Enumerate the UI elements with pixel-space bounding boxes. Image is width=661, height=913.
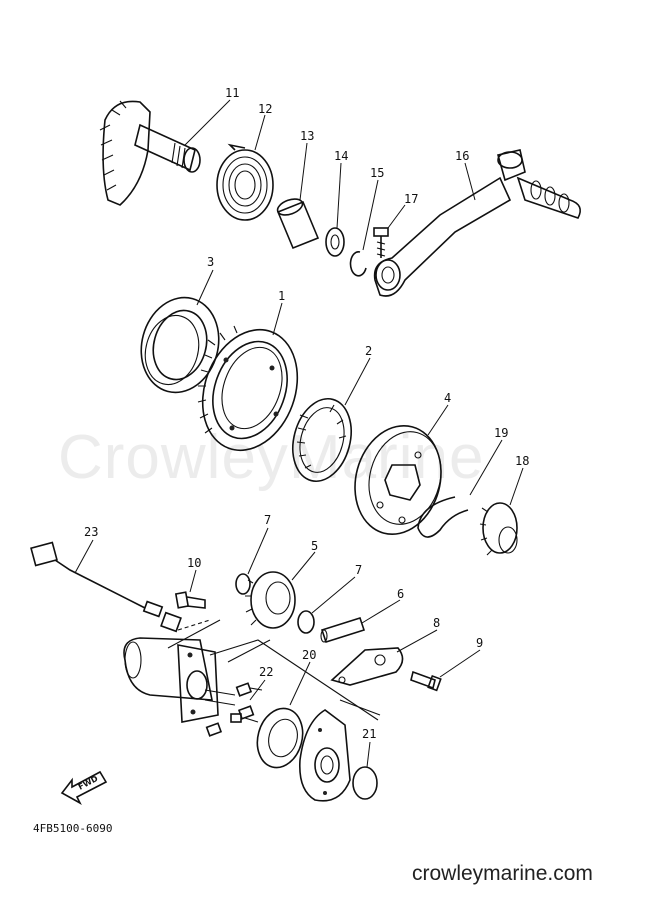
callout-22: 22 [259,665,273,679]
part-clutch-hub [354,424,442,536]
callout-5: 5 [311,539,318,553]
part-end-cover [256,707,304,769]
callout-21: 21 [362,727,376,741]
part-clutch-bearing [292,397,352,483]
part-housing-cover [298,709,351,802]
diagram-code: 4FB5100-6090 [33,822,112,835]
callout-11: 11 [225,86,239,100]
callout-12: 12 [258,102,272,116]
part-circlip [349,251,367,277]
part-kick-axle [99,100,201,206]
watermark: CrowleyMarine [58,423,484,492]
part-kick-crank [373,149,581,297]
fwd-arrow-icon: FWD [60,770,108,805]
callout-10: 10 [187,556,201,570]
callout-6: 6 [397,587,404,601]
part-brush-set [205,682,263,737]
part-idler-gear [245,571,296,629]
part-spacer [276,198,320,250]
callout-2: 2 [365,344,372,358]
part-wire-lead [30,541,211,633]
part-starter-motor [123,637,236,723]
callout-16: 16 [455,149,469,163]
part-bolt-10 [174,591,206,609]
callout-1: 1 [278,289,285,303]
callout-20: 20 [302,648,316,662]
fwd-label: FWD [77,774,100,792]
callout-23: 23 [84,525,98,539]
part-washer-14 [325,227,345,257]
part-bolt-17 [373,227,389,258]
callout-4: 4 [444,391,451,405]
part-oil-seal [140,296,220,394]
part-bracket [330,647,404,686]
part-shaft-pin [320,617,366,643]
callout-13: 13 [300,129,314,143]
callout-9: 9 [476,636,483,650]
callout-3: 3 [207,255,214,269]
footer-url: crowleymarine.com [412,862,593,885]
callout-19: 19 [494,426,508,440]
callout-14: 14 [334,149,348,163]
callout-7-upper: 7 [264,513,271,527]
part-o-ring [352,766,378,800]
part-bolt-9 [410,670,442,692]
part-washer-7b [297,610,315,634]
part-drive-gear [479,502,518,556]
part-washer-7a [235,573,251,595]
callout-8: 8 [433,616,440,630]
callout-18: 18 [515,454,529,468]
part-snap-ring [417,496,469,538]
callout-17: 17 [404,192,418,206]
part-ring-gear [197,325,299,452]
callout-7-lower: 7 [355,563,362,577]
part-torsion-spring [216,143,274,221]
callout-15: 15 [370,166,384,180]
